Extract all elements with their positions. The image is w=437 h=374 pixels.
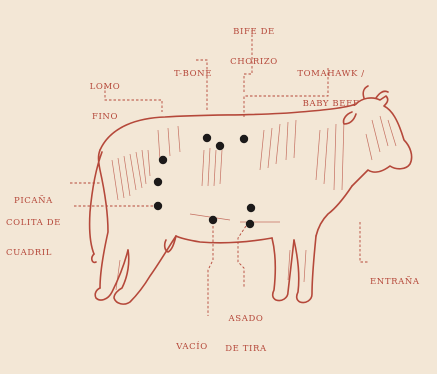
label-tomahawk-line-1: TOMAHAWK / [289, 69, 373, 79]
marker-lomo-fino [216, 142, 224, 150]
label-asado-line-1: ASADO [222, 314, 270, 324]
marker-vacio [209, 216, 217, 224]
label-t-bone-line-1: T-BONE [170, 69, 216, 79]
label-colita-line-2: CUADRIL [6, 248, 72, 258]
label-lomo-line-1: LOMO [83, 82, 127, 92]
cut-markers [154, 134, 255, 228]
marker-picana [154, 178, 162, 186]
label-tomahawk: TOMAHAWK / BABY BEEF [289, 49, 373, 129]
label-entrana: ENTRAÑA [370, 257, 434, 307]
label-t-bone: T-BONE [170, 49, 216, 99]
label-vacio: VACÍO [172, 322, 212, 372]
label-colita-line-1: COLITA DE [6, 218, 72, 228]
marker-bife-de-chorizo [240, 135, 248, 143]
label-bife-line-2: CHORIZO [226, 57, 282, 67]
marker-colita-de-cuadril [154, 202, 162, 210]
label-asado-de-tira: ASADO DE TIRA [222, 294, 270, 374]
label-lomo-line-2: FINO [83, 112, 127, 122]
label-bife-line-1: BIFE DE [226, 27, 282, 37]
marker-picana-upper [159, 156, 167, 164]
label-asado-line-2: DE TIRA [222, 344, 270, 354]
label-lomo-fino: LOMO FINO [83, 62, 127, 142]
label-bife-de-chorizo: BIFE DE CHORIZO [226, 7, 282, 87]
marker-entrana-upper [247, 204, 255, 212]
marker-t-bone [203, 134, 211, 142]
beef-cuts-diagram: BIFE DE CHORIZO T-BONE TOMAHAWK / BABY B… [0, 0, 437, 337]
label-tomahawk-line-2: BABY BEEF [289, 99, 373, 109]
label-vacio-line-1: VACÍO [172, 342, 212, 352]
cow-shading [112, 116, 396, 290]
label-colita-de-cuadril: COLITA DE CUADRIL [6, 198, 72, 278]
marker-asado-de-tira [246, 220, 254, 228]
label-entrana-line-1: ENTRAÑA [370, 277, 434, 287]
